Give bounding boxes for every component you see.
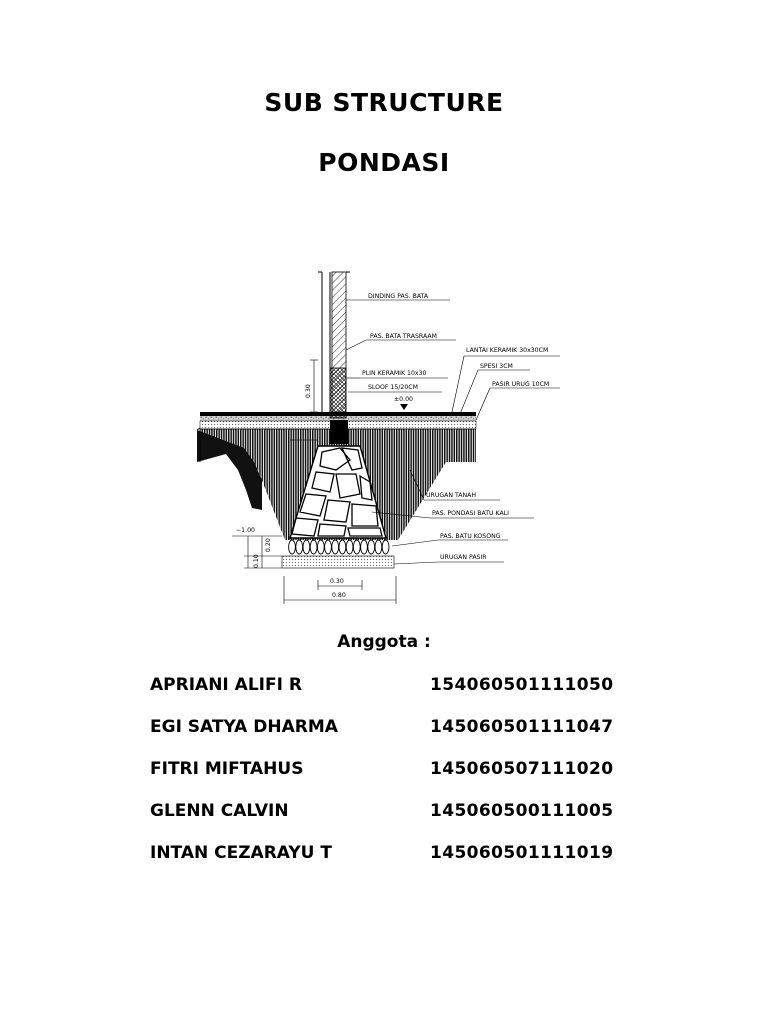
label-urugan-tanah: URUGAN TANAH xyxy=(426,492,476,499)
batu-kosong-row xyxy=(288,539,390,555)
urugan-pasir xyxy=(281,555,395,569)
stone-foundation xyxy=(289,445,387,539)
label-level-zero: ±0.00 xyxy=(394,396,413,403)
batu-kosong-stone xyxy=(309,539,318,555)
batu-kosong-stone xyxy=(302,539,311,555)
label-spesi: SPESI 3CM xyxy=(480,363,513,370)
batu-kosong-stone xyxy=(360,539,368,555)
label-lantai: LANTAI KERAMIK 30x30CM xyxy=(466,347,548,354)
document-subtitle: PONDASI xyxy=(318,148,450,177)
batu-kosong-stone xyxy=(352,539,361,555)
label-dim-010: 0.10 xyxy=(253,554,260,568)
label-pondasi: PAS. PONDASI BATU KALI xyxy=(432,510,509,517)
label-batu-kosong: PAS. BATU KOSONG xyxy=(440,533,501,540)
label-pasir-urug: PASIR URUG 10CM xyxy=(492,381,549,388)
batu-kosong-stone xyxy=(338,539,347,555)
label-dinding: DINDING PAS. BATA xyxy=(368,293,429,300)
member-nim: 145060507111020 xyxy=(430,759,614,779)
label-trasraam: PAS. BATA TRASRAAM xyxy=(370,333,437,340)
batu-kosong-stone xyxy=(345,539,354,555)
member-row: GLENN CALVIN 145060500111005 xyxy=(150,801,620,823)
batu-kosong-stone xyxy=(295,539,304,555)
label-level-minus: −1.00 xyxy=(236,527,255,534)
sloof-beam xyxy=(330,420,348,444)
drawing-labels: DINDING PAS. BATA PAS. BATA TRASRAAM LAN… xyxy=(236,293,549,599)
foundation-section-drawing: DINDING PAS. BATA PAS. BATA TRASRAAM LAN… xyxy=(196,271,560,604)
batu-kosong-stone xyxy=(331,539,340,555)
batu-kosong-stone xyxy=(381,539,390,555)
member-name: INTAN CEZARAYU T xyxy=(150,843,332,863)
batu-kosong-stone xyxy=(288,539,296,555)
member-row: APRIANI ALIFI R 154060501111050 xyxy=(150,675,620,697)
batu-kosong-stone xyxy=(367,539,376,555)
batu-kosong-stone xyxy=(316,539,325,555)
member-nim: 145060500111005 xyxy=(430,801,614,821)
member-nim: 145060501111019 xyxy=(430,843,614,863)
members-heading: Anggota : xyxy=(337,632,431,652)
member-row: FITRI MIFTAHUS 145060507111020 xyxy=(150,759,620,781)
batu-kosong-stone xyxy=(374,539,383,555)
label-plin: PLIN KERAMIK 10x30 xyxy=(362,370,427,377)
label-dim-030-vertical: 0.30 xyxy=(305,384,312,398)
brick-wall xyxy=(318,271,350,419)
member-nim: 145060501111047 xyxy=(430,717,614,737)
member-name: FITRI MIFTAHUS xyxy=(150,759,304,779)
dimension-lines xyxy=(232,359,397,604)
leader-lines xyxy=(345,299,560,565)
level-marker xyxy=(400,404,408,410)
member-nim: 154060501111050 xyxy=(430,675,614,695)
label-dim-080: 0.80 xyxy=(332,592,346,599)
label-dim-030-bottom: 0.30 xyxy=(330,578,344,585)
member-name: EGI SATYA DHARMA xyxy=(150,717,338,737)
label-sloof: SLOOF 15/20CM xyxy=(368,384,418,391)
member-row: INTAN CEZARAYU T 145060501111019 xyxy=(150,843,620,865)
label-dim-020: 0.20 xyxy=(265,538,272,552)
label-urugan-pasir: URUGAN PASIR xyxy=(440,554,487,561)
batu-kosong-stone xyxy=(324,539,332,555)
member-name: APRIANI ALIFI R xyxy=(150,675,302,695)
member-name: GLENN CALVIN xyxy=(150,801,289,821)
member-row: EGI SATYA DHARMA 145060501111047 xyxy=(150,717,620,739)
document-title: SUB STRUCTURE xyxy=(264,88,504,117)
